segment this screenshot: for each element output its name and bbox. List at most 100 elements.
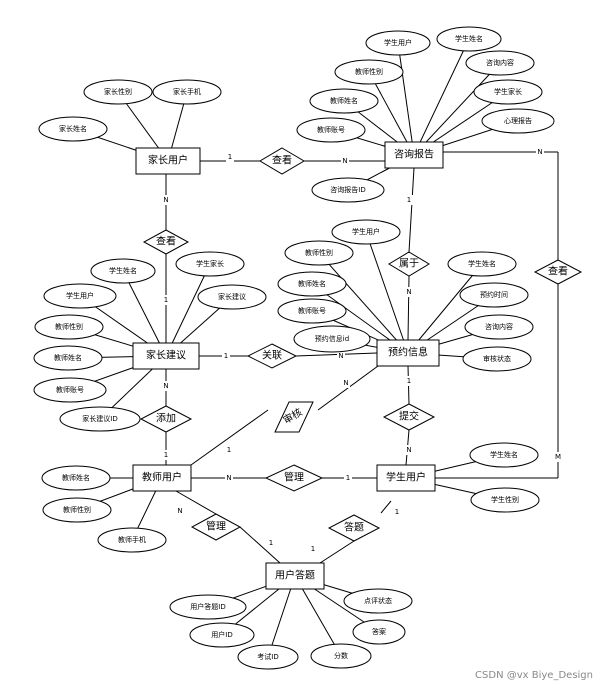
relationship-label: 提交 — [399, 410, 419, 423]
attribute-a_rtacct — [296, 117, 366, 143]
relationship-r_belong — [388, 251, 430, 277]
relationship-r_view2 — [142, 229, 190, 255]
attribute-a_ttgender — [42, 497, 112, 523]
entity-appointment — [376, 339, 440, 367]
attribute-label: 学生用户 — [352, 227, 380, 236]
relationship-r_answer — [327, 514, 381, 542]
attribute-label: 学生姓名 — [109, 266, 137, 275]
cardinality-label: 1 — [269, 539, 273, 547]
attribute-a_ucomment — [343, 588, 413, 614]
relation-line-14 — [190, 409, 269, 466]
attribute-label: 用户答题ID — [190, 602, 225, 611]
attribute-a_rpsych — [481, 108, 555, 134]
attribute-label: 教师姓名 — [62, 473, 90, 482]
relationship-r_view3 — [533, 259, 583, 285]
cardinality-label: N — [226, 474, 231, 482]
attribute-label: 答案 — [372, 627, 386, 636]
attr-connector-a_sstuname — [122, 270, 167, 357]
attribute-a_uexamid — [237, 644, 299, 670]
relationship-label: 关联 — [262, 349, 282, 362]
relationship-label: 管理 — [284, 471, 304, 484]
attribute-a_rtgender — [334, 59, 404, 85]
entity-label: 预约信息 — [388, 346, 428, 359]
attribute-a_sstuuser — [43, 283, 117, 309]
attribute-a_pphone — [152, 79, 222, 105]
attribute-a_uscore — [310, 643, 372, 669]
cardinality-label: 1 — [311, 545, 315, 553]
attribute-label: 学生用户 — [66, 291, 94, 300]
relationship-r_manage — [264, 464, 324, 492]
cardinality-label: 1 — [407, 196, 411, 204]
attribute-label: 家长性别 — [104, 87, 132, 96]
attribute-label: 学生家长 — [196, 259, 224, 268]
cardinality-bg — [226, 152, 234, 162]
cardinality-bg — [344, 473, 352, 483]
attribute-a_rtname — [309, 88, 379, 114]
cardinality-label: N — [343, 379, 348, 387]
relationship-label: 管理 — [206, 520, 226, 533]
attribute-a_ststuname — [469, 442, 539, 468]
cardinality-label: N — [406, 288, 411, 296]
cardinality-bg — [405, 445, 413, 455]
attribute-label: 教师账号 — [298, 306, 326, 315]
attribute-a_pname — [38, 116, 108, 142]
relationship-label: 查看 — [548, 265, 568, 278]
relation-line-21 — [239, 526, 281, 564]
attribute-label: 咨询报告ID — [330, 185, 365, 194]
attribute-label: 学生姓名 — [490, 450, 518, 459]
attr-connector-a_astuname — [407, 263, 483, 354]
attribute-label: 教师手机 — [118, 535, 146, 544]
attribute-label: 咨询内容 — [485, 322, 513, 331]
attribute-label: 预约信息id — [315, 334, 349, 343]
watermark: CSDN @vx Biye_Design — [475, 670, 593, 681]
relation-line-23 — [319, 540, 355, 564]
entity-parent_sugg — [132, 342, 200, 370]
attribute-label: 教师性别 — [355, 67, 383, 76]
attribute-label: 教师账号 — [317, 125, 345, 134]
attr-connector-a_astuuser — [365, 231, 409, 354]
relationship-r_view1 — [259, 147, 305, 175]
attribute-label: 教师性别 — [55, 322, 83, 331]
relationship-label: 属于 — [399, 258, 419, 270]
relation-line-22 — [380, 500, 392, 514]
cardinality-label: M — [555, 453, 561, 461]
attribute-a_ttname — [41, 465, 111, 491]
attribute-label: 教师姓名 — [330, 96, 358, 105]
cardinality-label: N — [163, 196, 168, 204]
attribute-a_uuid — [189, 622, 255, 648]
relationship-r_manage2 — [190, 513, 242, 541]
cardinality-label: 1 — [395, 508, 399, 516]
cardinality-bg — [222, 351, 230, 361]
entity-label: 教师用户 — [142, 471, 182, 484]
attribute-a_astuuser — [331, 219, 401, 245]
attr-connector-a_atgender — [318, 252, 409, 354]
attribute-a_stacct — [33, 377, 107, 403]
cardinality-label: N — [177, 507, 182, 515]
attribute-label: 教师性别 — [63, 505, 91, 514]
attribute-a_astuname — [447, 251, 517, 277]
cardinality-label: N — [406, 446, 411, 454]
cardinality-bg — [162, 295, 170, 305]
entity-report — [384, 141, 444, 169]
cardinality-bg — [405, 376, 413, 386]
cardinality-bg — [225, 473, 233, 483]
entity-label: 咨询报告 — [394, 148, 434, 161]
attribute-a_atacct — [277, 298, 347, 324]
attribute-a_rparent — [473, 79, 543, 105]
attr-connector-a_rstuname — [413, 38, 470, 156]
relationship-r_add — [139, 405, 193, 433]
cardinality-label: 1 — [346, 474, 350, 482]
entity-label: 学生用户 — [386, 471, 426, 484]
attribute-a_sparent — [175, 251, 245, 277]
cardinality-bg — [225, 445, 233, 455]
attr-connector-a_sparent — [165, 263, 211, 357]
relationship-r_audit — [274, 401, 314, 433]
attribute-label: 教师账号 — [56, 385, 84, 394]
attribute-a_rstuname — [436, 26, 502, 52]
entity-parent_user — [135, 147, 201, 175]
attribute-a_ttphone — [97, 527, 167, 553]
attribute-a_atname — [277, 271, 347, 297]
attribute-label: 心理报告 — [504, 116, 532, 125]
attribute-label: 点评状态 — [364, 596, 392, 605]
attribute-label: 考试ID — [257, 652, 278, 661]
